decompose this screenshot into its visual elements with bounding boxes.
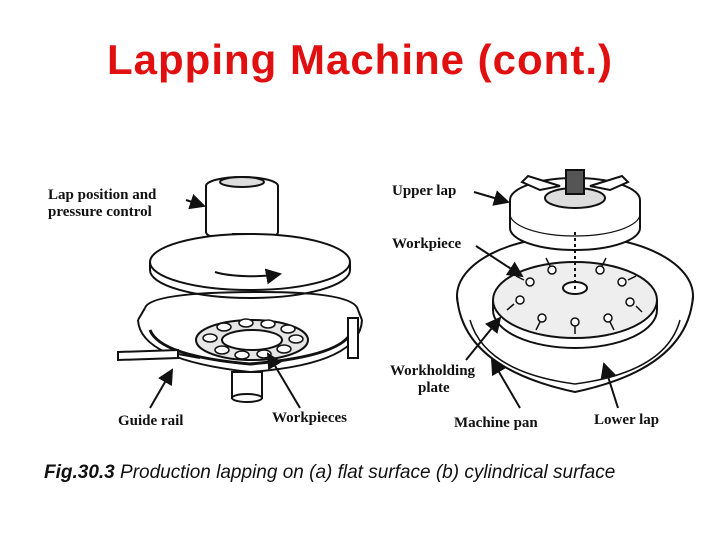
label-workpiece: Workpiece [392,236,461,252]
label-machine-pan: Machine pan [454,415,538,431]
label-pressure-control: pressure control [48,204,152,220]
label-workpieces: Workpieces [272,410,347,426]
label-lower-lap: Lower lap [594,412,659,428]
flat-lapping-drawing [117,176,363,409]
figure-caption: Fig.30.3 Production lapping on (a) flat … [44,462,704,484]
label-lap-position: Lap position and [48,187,157,203]
label-workholding-plate: plate [418,380,450,396]
figure-number: Fig.30.3 [44,462,115,483]
cylindrical-lapping-drawing [456,169,694,409]
label-guide-rail: Guide rail [118,413,183,429]
label-upper-lap: Upper lap [392,183,456,199]
figure-caption-text: Production lapping on (a) flat surface (… [114,462,616,483]
label-workholding: Workholding [390,363,476,379]
slide-title: Lapping Machine (cont.) [107,36,613,83]
